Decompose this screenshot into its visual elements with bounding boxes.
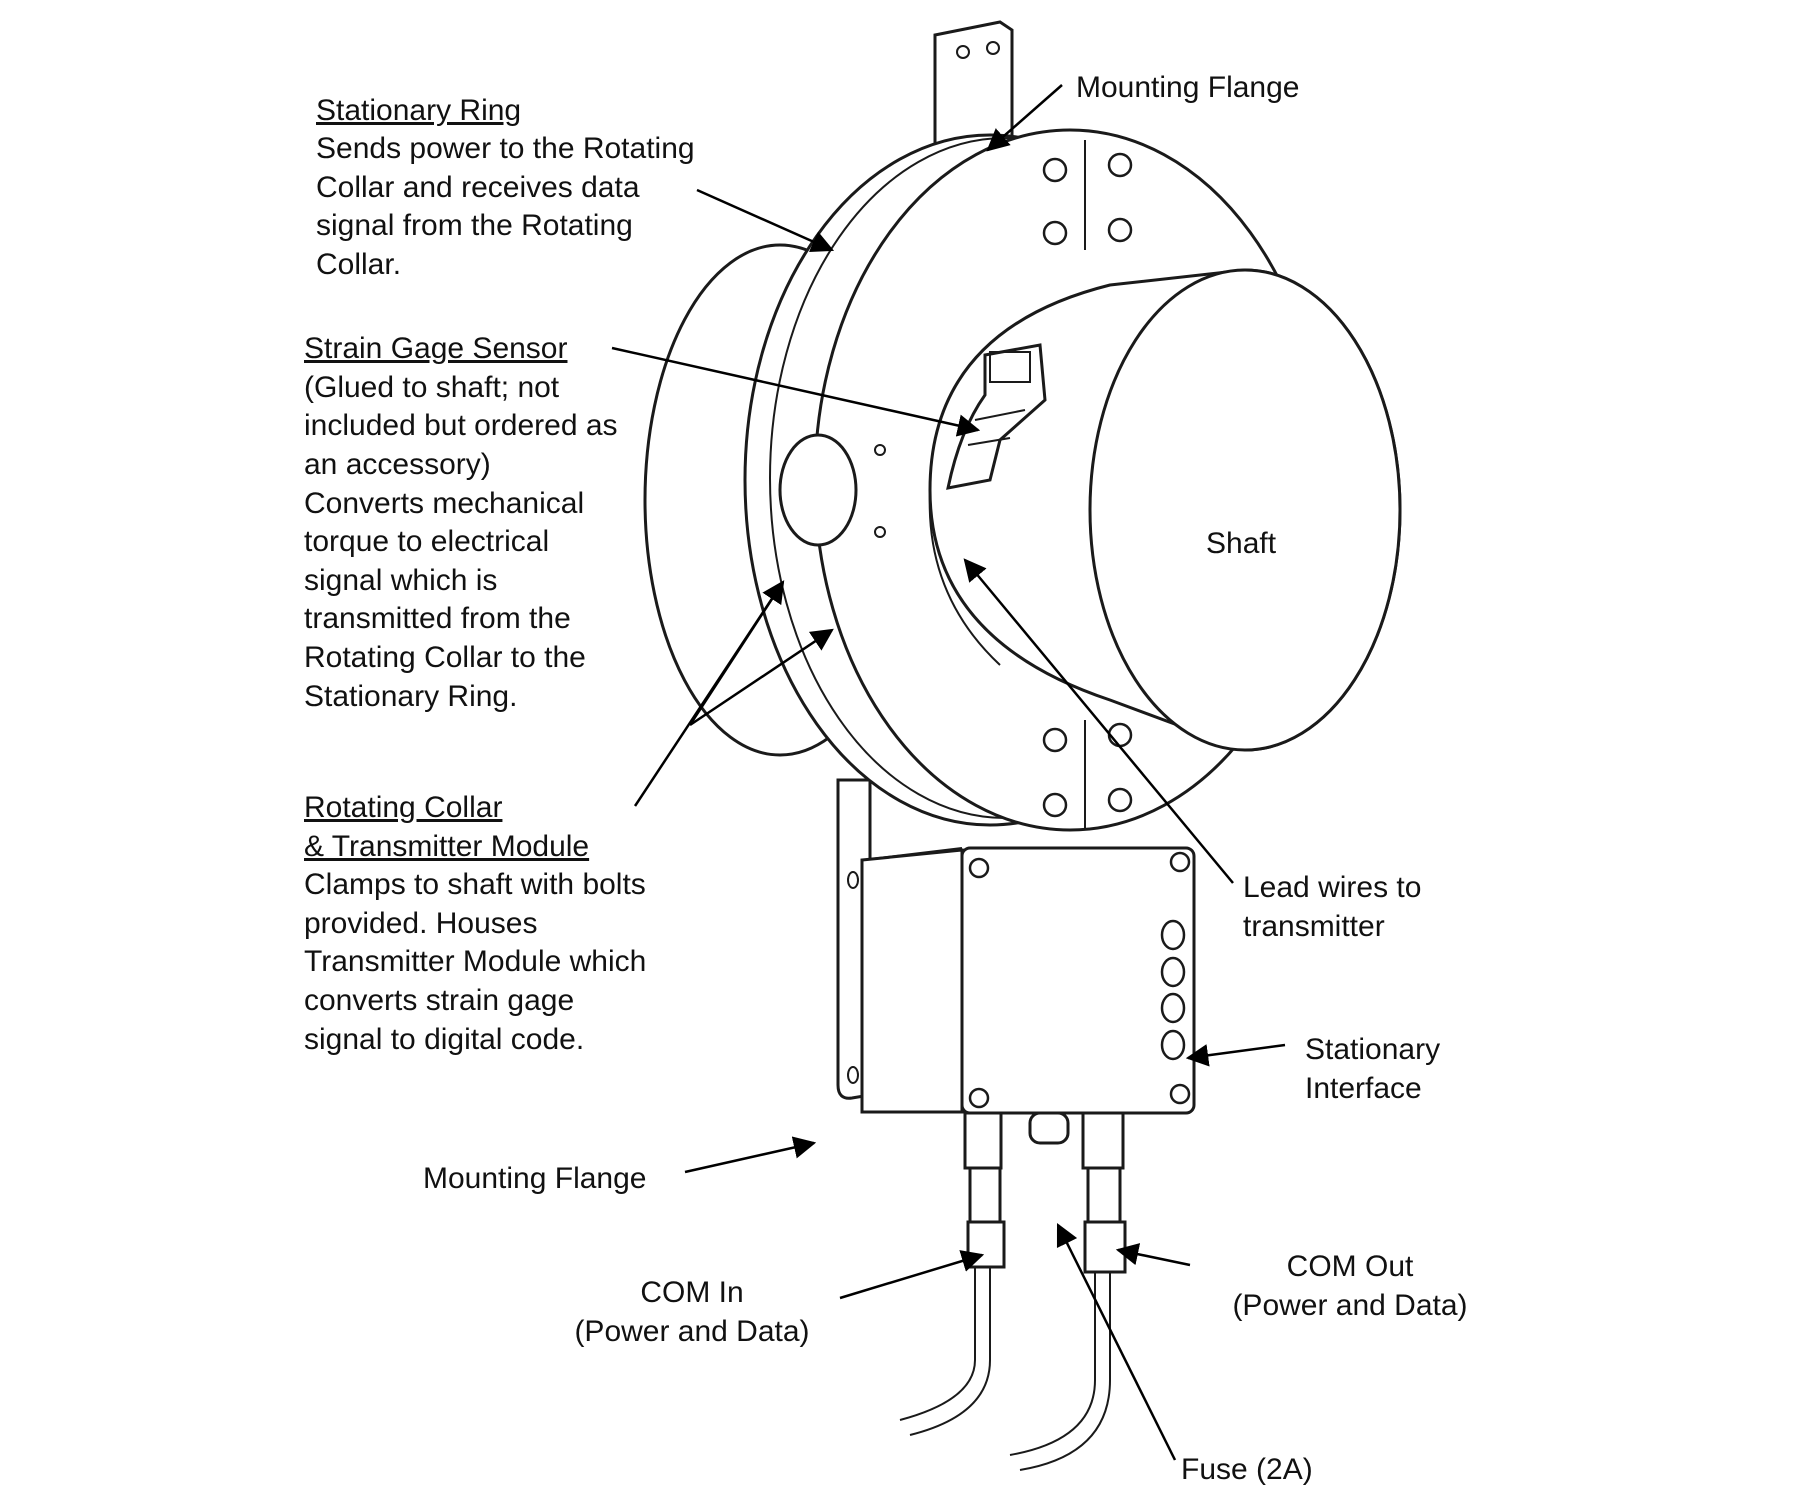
fuse-label: Fuse (2A) xyxy=(1181,1453,1313,1486)
arrow-lead-wires xyxy=(963,558,1234,884)
com-in-label-1: COM In xyxy=(640,1276,743,1309)
strain-gage-shape xyxy=(946,343,1047,490)
com-out-label-2: (Power and Data) xyxy=(1232,1289,1467,1322)
arrow-com-in xyxy=(839,1250,985,1300)
rotating-collar-desc-1: Clamps to shaft with bolts xyxy=(304,868,646,901)
shaft-stub xyxy=(778,433,858,547)
leader-arrows xyxy=(611,84,1286,1461)
strain-gage-desc-7: transmitted from the xyxy=(304,602,571,635)
stationary-interface-label-2: Interface xyxy=(1305,1072,1422,1105)
rotating-collar-desc-4: converts strain gage xyxy=(304,984,574,1017)
strain-gage-desc-8: Rotating Collar to the xyxy=(304,641,586,674)
device-drawing xyxy=(643,20,1402,1471)
shaft-label: Shaft xyxy=(1206,527,1277,560)
lead-wires-label-2: transmitter xyxy=(1243,910,1385,943)
arrow-rotating-collar-2 xyxy=(688,581,785,726)
mounting-flange-bottom-label: Mounting Flange xyxy=(423,1162,646,1195)
arrow-com-out xyxy=(1115,1243,1191,1267)
strain-gage-desc-1: (Glued to shaft; not xyxy=(304,371,560,404)
arrow-mounting-flange-bottom xyxy=(684,1136,817,1174)
strain-gage-desc-3: an accessory) xyxy=(304,448,491,481)
strain-gage-title: Strain Gage Sensor xyxy=(304,332,567,365)
shaft-shape xyxy=(928,268,1402,752)
rotating-collar-desc-3: Transmitter Module which xyxy=(304,945,646,978)
rotating-collar-desc-2: provided. Houses xyxy=(304,907,537,940)
rotating-collar-title-2: & Transmitter Module xyxy=(304,830,589,863)
strain-gage-desc-2: included but ordered as xyxy=(304,409,618,442)
lead-wires-label-1: Lead wires to xyxy=(1243,871,1421,904)
arrow-fuse xyxy=(1056,1222,1177,1461)
stationary-ring-desc-1: Sends power to the Rotating xyxy=(316,132,695,165)
arrow-collar-ring xyxy=(689,628,834,727)
strain-gage-desc-5: torque to electrical xyxy=(304,525,549,558)
junction-box-shape xyxy=(860,846,1196,1115)
stationary-ring-desc-3: signal from the Rotating xyxy=(316,209,633,242)
rotating-collar-desc-5: signal to digital code. xyxy=(304,1023,584,1056)
stationary-interface-label-1: Stationary xyxy=(1305,1033,1440,1066)
text-labels: Mounting Flange Stationary Ring Sends po… xyxy=(304,71,1468,1486)
arrow-strain-gage xyxy=(611,346,981,437)
mounting-flange-top-label: Mounting Flange xyxy=(1076,71,1299,104)
strain-gage-desc-9: Stationary Ring. xyxy=(304,680,517,713)
stationary-ring-desc-2: Collar and receives data xyxy=(316,171,640,204)
com-in-label-2: (Power and Data) xyxy=(574,1315,809,1348)
strain-gage-desc-6: signal which is xyxy=(304,564,497,597)
strain-gage-desc-4: Converts mechanical xyxy=(304,487,584,520)
arrow-stationary-ring xyxy=(696,188,835,253)
arrow-mounting-flange-top xyxy=(986,84,1063,152)
com-out-label-1: COM Out xyxy=(1287,1250,1414,1283)
stationary-ring-title: Stationary Ring xyxy=(316,94,521,127)
arrow-stationary-interface xyxy=(1185,1043,1286,1067)
stationary-ring-desc-4: Collar. xyxy=(316,248,401,281)
rotating-collar-title-1: Rotating Collar xyxy=(304,791,502,824)
